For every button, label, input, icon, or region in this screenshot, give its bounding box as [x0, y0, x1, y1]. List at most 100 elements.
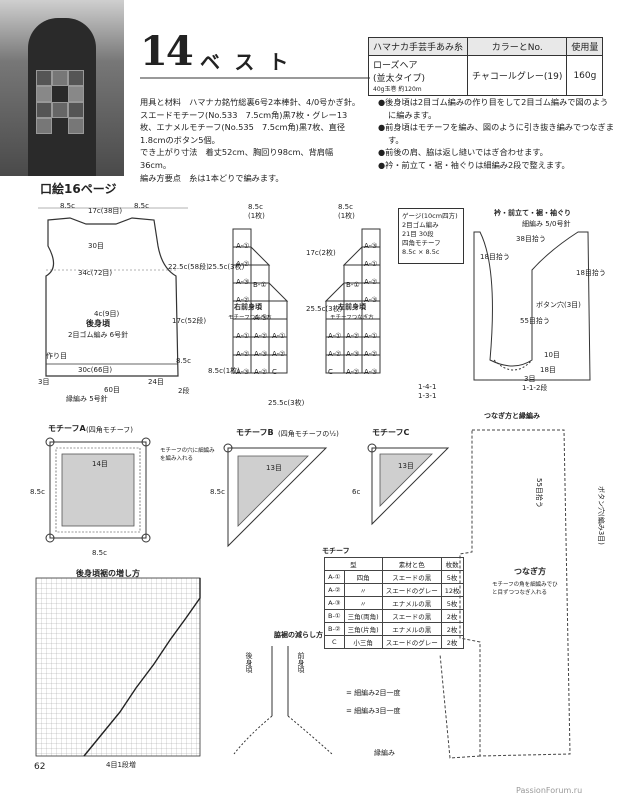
vest-patch: [36, 86, 52, 102]
joining-label: 縁編み: [374, 749, 395, 757]
note-item: ●前身頃はモチーフを編み、図のように引き抜き編みでつなぎます。: [378, 122, 614, 145]
note-item: ●衿・前立て・裾・袖ぐりは細編み2段で整えます。: [378, 159, 570, 170]
cell-label: A-③: [254, 314, 268, 322]
edging-label: 1-3-1: [418, 392, 437, 400]
gauge-motif: 四角モチーフ: [402, 239, 441, 247]
cell-label: A-②: [236, 260, 250, 268]
table-cell: 2枚: [440, 622, 464, 636]
vest-patch: [36, 102, 52, 118]
edging-title: 衿・前立て・裾・袖ぐり: [494, 209, 571, 217]
edging-label: 38目拾う: [516, 235, 546, 243]
right-front-height: 25.5c(3枚): [208, 263, 245, 271]
gauge-rib: 2目ゴム編み: [402, 221, 439, 229]
hem-increase-grid: [35, 577, 201, 757]
table-row: B-① 三角(両角) スエードの黒 2枚: [324, 609, 464, 623]
table-cell: 〃: [343, 583, 383, 597]
cell-label: A-②: [364, 350, 378, 358]
gauge-box: ゲージ(10cm四方) 2目ゴム編み 21目 30段 四角モチーフ 8.5c ×…: [398, 208, 464, 264]
cell-label: A-③: [364, 242, 378, 250]
vest-patch: [52, 102, 68, 118]
gauge-count: 21目 30段: [402, 230, 434, 238]
cell-label: A-②: [328, 350, 342, 358]
gauge-motif-size: 8.5c × 8.5c: [402, 248, 440, 256]
cell-label: A-③: [236, 368, 250, 376]
cell-label: A-①: [364, 260, 378, 268]
cell-label: C: [328, 368, 333, 376]
pattern-number: 14: [140, 28, 194, 75]
table-cell: 2枚: [440, 609, 464, 623]
vest-patch: [68, 118, 84, 134]
table-row: C 小三角 スエードのグレー 2枚: [324, 635, 464, 649]
motif-c-chart: [367, 443, 450, 526]
back-body-diagram: [38, 207, 188, 377]
table-cell: 12枚: [440, 583, 464, 597]
joining-label: 55目拾う: [535, 478, 543, 508]
legend-item: = 細編み3目一度: [346, 707, 401, 715]
motif-b-height: 8.5c: [210, 488, 225, 496]
back-side-label: 8.5c: [176, 357, 191, 365]
back-width-label: 30目: [88, 242, 104, 250]
materials-line: でき上がり寸法 着丈52cm、胸回り98cm、背肩幅36cm。: [140, 147, 334, 170]
table-cell: A-②: [324, 583, 345, 597]
edging-diagram: [473, 231, 591, 381]
joining-title: つなぎ方: [514, 567, 546, 576]
back-side-label: 22.5c(58段): [168, 263, 209, 271]
motif-c-stitches: 13目: [398, 462, 414, 470]
side-seam-right: 前身頃: [297, 652, 305, 673]
joining-diagram: [439, 429, 571, 759]
edging-label: 18目拾う: [480, 253, 510, 261]
amount-header: 使用量: [566, 37, 604, 56]
table-row: B-② 三角(片角) エナメルの黒 2枚: [324, 622, 464, 636]
table-row: A-③ 〃 エナメルの黒 5枚: [324, 596, 464, 610]
vest-patch: [68, 102, 84, 118]
cell-label: A-③: [346, 350, 360, 358]
cell-label: A-①: [236, 242, 250, 250]
vest-patch: [36, 118, 52, 134]
cell-label: A-②: [272, 350, 286, 358]
watermark: PassionForum.ru: [516, 786, 583, 795]
cell-label: A-①: [364, 332, 378, 340]
back-width-label: 17c(38目): [88, 207, 123, 215]
photo-page-ref: 口絵16ページ: [40, 182, 117, 196]
materials-text: 用具と材料 ハマナカ銘竹総裏6号2本棒針、4/0号かぎ針。スエードモチーフ(No…: [140, 96, 362, 184]
right-front-top: (1枚): [248, 212, 265, 220]
yarn-color: チャコールグレー(19): [467, 55, 568, 96]
cell-label: A-③: [254, 350, 268, 358]
side-seam-title: 脇裾の減らし方: [274, 631, 323, 639]
note-item: ●前後の肩、脇は返し縫いではぎ合わせます。: [378, 147, 548, 158]
back-width-label: 4c(9目): [94, 310, 120, 318]
table-cell: スエードのグレー: [381, 583, 442, 597]
yarn-table: ハマナカ手芸手あみ糸 カラーとNo. 使用量 ローズヘア (並太タイプ) 40g…: [367, 37, 604, 96]
vest-patch: [68, 70, 84, 86]
joining-note: モチーフの角を細編みでひと目ずつつなぎ入れる: [492, 582, 558, 596]
page-number: 62: [34, 762, 46, 772]
title-underline: [140, 77, 370, 79]
table-cell: エナメルの黒: [381, 596, 442, 610]
model-photo: [0, 0, 124, 176]
cell-label: B-①: [253, 281, 267, 289]
right-front-diagram: [232, 228, 289, 374]
table-cell: スエードの黒: [381, 609, 442, 623]
side-seam-left: 後身頃: [245, 652, 253, 673]
right-front-top: 8.5c: [248, 203, 263, 211]
table-cell: 5枚: [440, 596, 464, 610]
motif-c-height: 6c: [352, 488, 361, 496]
left-front-diagram: [324, 228, 381, 374]
cell-label: A-②: [254, 368, 268, 376]
edging-label: 18目: [540, 366, 556, 374]
back-rib-label: 2目ゴム編み 6号針: [68, 331, 129, 339]
motif-b-subtitle: (四角モチーフの½): [278, 430, 339, 438]
cell-label: C: [272, 368, 277, 376]
yarn-amount: 160g: [566, 55, 604, 96]
color-header: カラーとNo.: [467, 37, 568, 56]
table-row: A-① 四角 スエードの黒 5枚: [324, 570, 464, 584]
motif-a-width: 8.5c: [92, 549, 107, 557]
edging-label: 55目拾う: [520, 317, 550, 325]
table-cell: A-③: [324, 596, 345, 610]
table-cell: 〃: [343, 596, 383, 610]
pattern-title: ベスト: [200, 50, 303, 74]
hem-increase-title: 後身頃裾の増し方: [76, 569, 140, 578]
motif-a-chart: [45, 437, 151, 543]
table-cell: スエードの黒: [381, 570, 442, 584]
motif-b-stitches: 13目: [266, 464, 282, 472]
